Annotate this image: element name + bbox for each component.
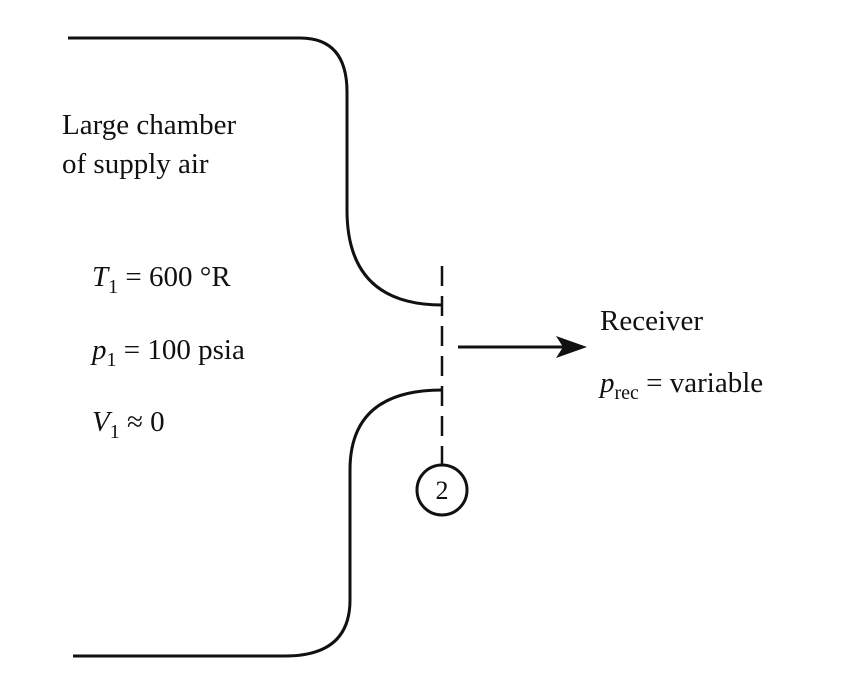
- p1-subscript: 1: [106, 349, 117, 371]
- v1-symbol: V: [92, 406, 110, 438]
- p1-value: = 100 psia: [116, 334, 245, 366]
- prec-subscript: rec: [614, 382, 639, 404]
- v1-value: ≈ 0: [119, 406, 165, 438]
- prec-symbol: p: [600, 367, 615, 399]
- station-number: 2: [435, 476, 449, 505]
- flow-arrow-head: [556, 336, 587, 358]
- v1-equation: V1 ≈ 0: [92, 406, 165, 443]
- prec-value: = variable: [638, 367, 764, 399]
- t1-symbol: T: [92, 261, 109, 293]
- t1-subscript: 1: [108, 276, 119, 298]
- v1-subscript: 1: [109, 421, 120, 443]
- p1-equation: p1 = 100 psia: [92, 334, 245, 371]
- t1-equation: T1 = 600 °R: [92, 261, 231, 298]
- chamber-label-line2: of supply air: [62, 148, 209, 180]
- t1-value: = 600 °R: [118, 261, 231, 293]
- lower-chamber-wall: [73, 388, 443, 658]
- upper-chamber-wall: [68, 36, 443, 307]
- p1-symbol: p: [92, 334, 107, 366]
- prec-equation: prec = variable: [600, 367, 764, 404]
- chamber-label-line1: Large chamber: [62, 109, 237, 141]
- station-circle: [415, 463, 469, 517]
- receiver-label: Receiver: [600, 305, 704, 337]
